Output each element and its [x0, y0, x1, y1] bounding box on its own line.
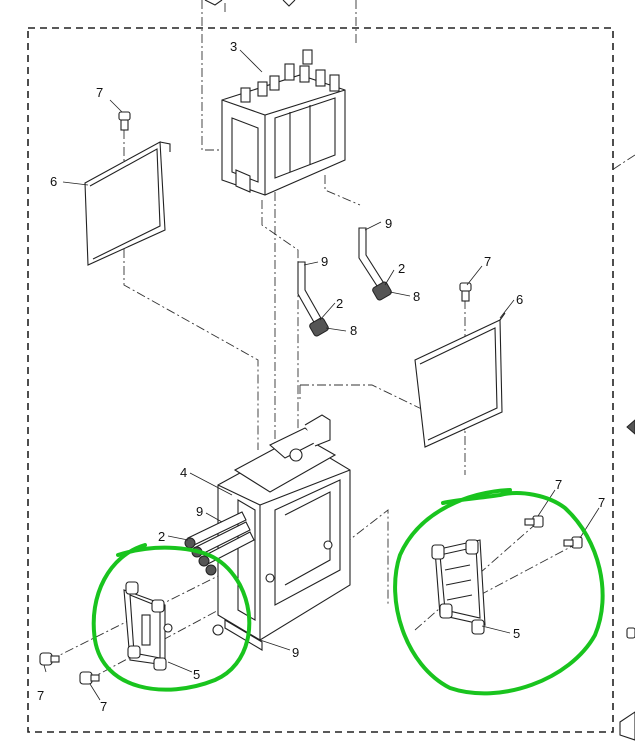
- callout-7-lower-right-b: 7: [598, 495, 605, 510]
- callout-7-top-left: 7: [96, 85, 103, 100]
- callout-6-left: 6: [50, 174, 57, 189]
- tube-upper-right: [358, 227, 392, 301]
- callout-2-right: 2: [398, 261, 405, 276]
- callout-2-lower: 2: [158, 529, 165, 544]
- callout-9-bottom: 9: [292, 645, 299, 660]
- highlight-circle-right: [393, 488, 605, 696]
- callout-3: 3: [230, 39, 237, 54]
- left-shield-plate: [84, 141, 171, 266]
- adjacent-drawing-fragments: [204, 0, 635, 741]
- board-module-left: [123, 581, 173, 671]
- alignment-lines: [49, 0, 635, 681]
- callout-9-upper-right: 9: [385, 216, 392, 231]
- right-shield-plate: [414, 312, 506, 448]
- callout-2-mid: 2: [336, 296, 343, 311]
- tube-mid: [297, 261, 329, 337]
- callout-8-right: 8: [413, 289, 420, 304]
- main-frame-assembly: [212, 414, 351, 651]
- callout-7-right: 7: [484, 254, 491, 269]
- callout-8-mid: 8: [350, 323, 357, 338]
- callout-6-right: 6: [516, 292, 523, 307]
- board-module-right: [431, 539, 486, 635]
- callout-5-right: 5: [513, 626, 520, 641]
- callout-7-lower-right-a: 7: [555, 477, 562, 492]
- screw-bottom-left-b: [79, 671, 100, 685]
- upper-block-assembly: [221, 49, 346, 196]
- leader-lines: [43, 49, 600, 701]
- callout-7-bottom-left-b: 7: [100, 699, 107, 714]
- callout-9-mid: 9: [321, 254, 328, 269]
- highlight-circle-left: [91, 543, 252, 692]
- screw-top-left: [118, 111, 131, 131]
- callout-5-left: 5: [193, 667, 200, 682]
- screw-bottom-left-a: [39, 652, 60, 666]
- screw-lower-right-a: [524, 515, 544, 528]
- screw-right: [459, 282, 472, 302]
- callout-7-bottom-left-a: 7: [37, 688, 44, 703]
- upper-block-nozzles: [240, 49, 340, 103]
- assembly-boundary: [27, 27, 614, 733]
- callout-labels: 3 7 6 9 9 2 2 8 8 7 6 4 9 2 9 7 7 5 5 7 …: [37, 39, 605, 714]
- callout-9-lower: 9: [196, 504, 203, 519]
- screw-lower-right-b: [563, 536, 583, 549]
- highlight-marks: [91, 488, 605, 696]
- callout-4: 4: [180, 465, 187, 480]
